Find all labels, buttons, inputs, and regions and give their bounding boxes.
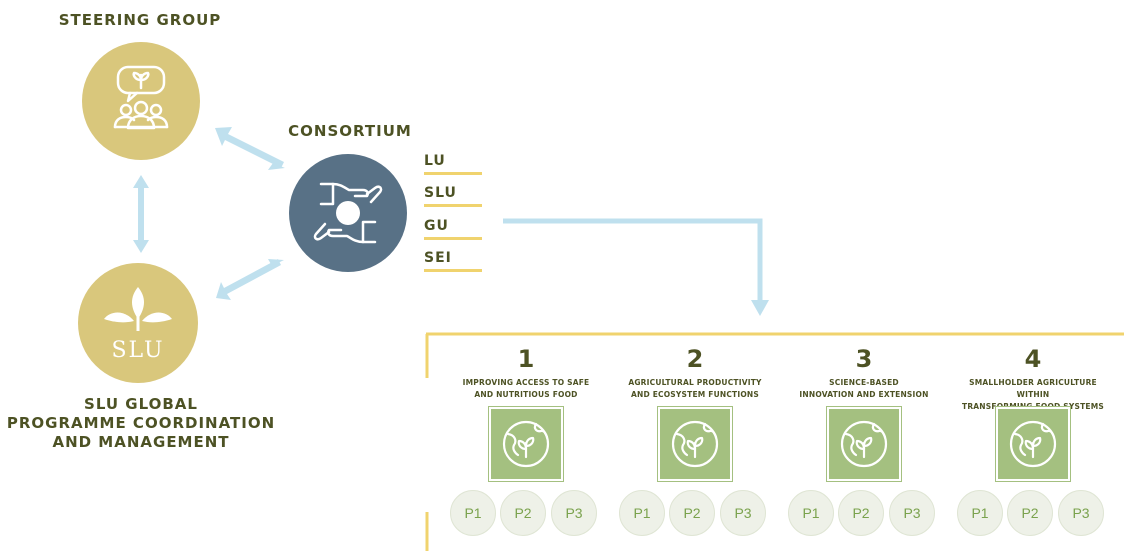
pillar-2-project-p1: P1 <box>619 490 665 536</box>
steering-group-title: STEERING GROUP <box>58 11 222 29</box>
hands-holding-icon <box>313 182 383 244</box>
partner-lu: LU <box>424 153 482 175</box>
globe-sprout-icon <box>660 409 730 479</box>
globe-sprout-icon <box>998 409 1068 479</box>
pillar-number: 3 <box>855 345 873 373</box>
globe-sprout-icon <box>829 409 899 479</box>
partner-gu: GU <box>424 218 482 240</box>
coordination-title-line-1: SLU GLOBAL <box>84 395 198 413</box>
slu-coordination-circle: SLU <box>78 263 198 383</box>
pillar-title: SMALLHOLDER AGRICULTURE WITHINTRANSFORMI… <box>962 378 1104 411</box>
pillar-4-globe-tile <box>995 406 1071 482</box>
pillar-3-project-p2: P2 <box>838 490 884 536</box>
globe-sprout-icon <box>491 409 561 479</box>
pillar-2-project-p3: P3 <box>720 490 766 536</box>
consortium-circle <box>289 154 407 272</box>
pillar-3-globe-tile <box>826 406 902 482</box>
slu-logo: SLU <box>104 287 172 363</box>
pillar-4-header: 4 SMALLHOLDER AGRICULTURE WITHINTRANSFOR… <box>953 345 1113 413</box>
pillar-number: 4 <box>1024 345 1042 373</box>
pillar-4-project-p2: P2 <box>1007 490 1053 536</box>
steering-group-circle <box>82 42 200 160</box>
pillar-4-project-p1: P1 <box>957 490 1003 536</box>
coordination-title-line-2: PROGRAMME COORDINATION <box>6 414 276 432</box>
pillar-1-project-p2: P2 <box>500 490 546 536</box>
pillar-3-project-p3: P3 <box>889 490 935 536</box>
consortium-title: CONSORTIUM <box>288 122 412 140</box>
pillar-1-project-p3: P3 <box>551 490 597 536</box>
pillar-2-globe-tile <box>657 406 733 482</box>
pillar-1-project-p1: P1 <box>450 490 496 536</box>
pillar-number: 1 <box>517 345 535 373</box>
speech-bubble-people-icon <box>113 65 169 130</box>
pillar-4-project-p3: P3 <box>1058 490 1104 536</box>
slu-logo-text: SLU <box>111 338 164 363</box>
pillar-1-globe-tile <box>488 406 564 482</box>
pillar-3-project-p1: P1 <box>788 490 834 536</box>
pillar-2-project-p2: P2 <box>669 490 715 536</box>
partner-slu: SLU <box>424 185 482 207</box>
coordination-title: SLU GLOBAL PROGRAMME COORDINATION AND MA… <box>0 395 282 452</box>
partner-sei: SEI <box>424 250 482 272</box>
coordination-title-line-3: AND MANAGEMENT <box>52 433 230 451</box>
pillar-number: 2 <box>686 345 704 373</box>
